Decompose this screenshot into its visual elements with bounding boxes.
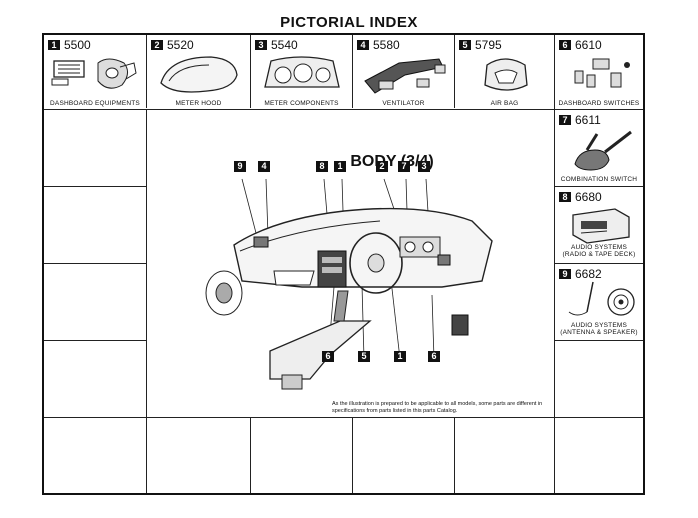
item-number-badge: 6 [559, 40, 571, 50]
item-caption: METER COMPONENTS [264, 100, 339, 107]
item-caption: DASHBOARD EQUIPMENTS [50, 100, 140, 107]
part-code: 5795 [475, 38, 502, 52]
meter-components-illustration [264, 56, 340, 88]
col-divider [454, 35, 455, 108]
item-number-badge: 3 [255, 40, 267, 50]
row-divider [554, 263, 643, 264]
dashboard-switches-illustration [574, 58, 630, 88]
item-caption: METER HOOD [175, 100, 222, 107]
index-cell-meter-hood[interactable]: 2 5520 METER HOOD [147, 35, 250, 109]
item-caption: VENTILATOR [382, 100, 425, 107]
callout-badge: 6 [428, 351, 440, 362]
item-caption-detail: (RADIO & TAPE DECK) [562, 251, 636, 258]
index-cell-dashboard-equipments[interactable]: 1 5500 DASHBOARD EQUIPMENTS [44, 35, 146, 109]
index-cell-audio-antenna[interactable]: 9 6682 AUDIO SYSTEMS (ANTENNA & SPEAKER) [555, 264, 643, 340]
page-title: PICTORIAL INDEX [280, 14, 418, 31]
callout-badge: 9 [234, 161, 246, 172]
antenna-speaker-illustration [568, 281, 635, 316]
item-number-badge: 2 [151, 40, 163, 50]
col-divider [250, 35, 251, 108]
index-cell-dashboard-switches[interactable]: 6 6610 DASHBOARD SWITCHES [555, 35, 643, 109]
item-caption: AUDIO SYSTEMS [570, 244, 628, 251]
item-caption: COMBINATION SWITCH [560, 176, 638, 183]
radio-tape-deck-illustration [572, 208, 630, 244]
row-divider [44, 340, 146, 341]
applicability-note: As the illustration is prepared to be ap… [332, 401, 543, 414]
part-code: 5580 [373, 38, 400, 52]
callout-badge: 1 [394, 351, 406, 362]
item-caption: AIR BAG [490, 100, 519, 107]
callout-badge: 5 [358, 351, 370, 362]
index-sheet: 1 5500 DASHBOARD EQUIPMENTS 2 5520 METER H… [42, 33, 645, 495]
dashboard-assembly-illustration [205, 178, 493, 390]
callout-badge: 1 [334, 161, 346, 172]
item-number-badge: 4 [357, 40, 369, 50]
callout-badge: 6 [322, 351, 334, 362]
index-cell-ventilator[interactable]: 4 5580 VENTILATOR [353, 35, 454, 109]
item-number-badge: 9 [559, 269, 571, 279]
part-code: 5500 [64, 38, 91, 52]
item-number-badge: 8 [559, 192, 571, 202]
row-divider [44, 109, 643, 110]
row-divider [554, 417, 643, 418]
row-divider [146, 417, 554, 418]
callout-badge: 4 [258, 161, 270, 172]
row-divider [554, 186, 643, 187]
row-divider [44, 263, 146, 264]
item-number-badge: 5 [459, 40, 471, 50]
meter-hood-illustration [160, 56, 238, 93]
item-number-badge: 1 [48, 40, 60, 50]
col-divider [554, 35, 555, 493]
item-caption-detail: (ANTENNA & SPEAKER) [560, 329, 638, 336]
item-number-badge: 7 [559, 115, 571, 125]
callout-badge: 8 [316, 161, 328, 172]
dashboard-equipment-illustration [51, 58, 137, 89]
item-caption: DASHBOARD SWITCHES [558, 100, 640, 107]
index-cell-audio-radio[interactable]: 8 6680 AUDIO SYSTEMS (RADIO & TAPE DECK) [555, 187, 643, 263]
item-caption: AUDIO SYSTEMS [570, 322, 628, 329]
col-divider [146, 35, 147, 108]
part-code: 5520 [167, 38, 194, 52]
part-code: 5540 [271, 38, 298, 52]
index-cell-air-bag[interactable]: 5 5795 AIR BAG [455, 35, 554, 109]
callout-badge: 2 [376, 161, 388, 172]
part-code: 6682 [575, 267, 602, 281]
part-code: 6680 [575, 190, 602, 204]
col-divider [454, 417, 455, 493]
row-divider [44, 417, 146, 418]
part-code: 6610 [575, 38, 602, 52]
index-cell-combination-switch[interactable]: 7 6611 COMBINATION SWITCH [555, 110, 643, 186]
ventilator-illustration [364, 58, 446, 94]
callout-badge: 3 [418, 161, 430, 172]
section-title: BODY (3/4) [350, 153, 434, 170]
col-divider [352, 417, 353, 493]
callout-badge: 7 [398, 161, 410, 172]
air-bag-illustration [484, 58, 528, 91]
index-cell-meter-components[interactable]: 3 5540 METER COMPONENTS [251, 35, 352, 109]
part-code: 6611 [575, 113, 601, 127]
combination-switch-illustration [574, 130, 632, 171]
row-divider [44, 186, 146, 187]
col-divider [146, 109, 147, 493]
row-divider [554, 340, 643, 341]
col-divider [250, 417, 251, 493]
col-divider [352, 35, 353, 108]
